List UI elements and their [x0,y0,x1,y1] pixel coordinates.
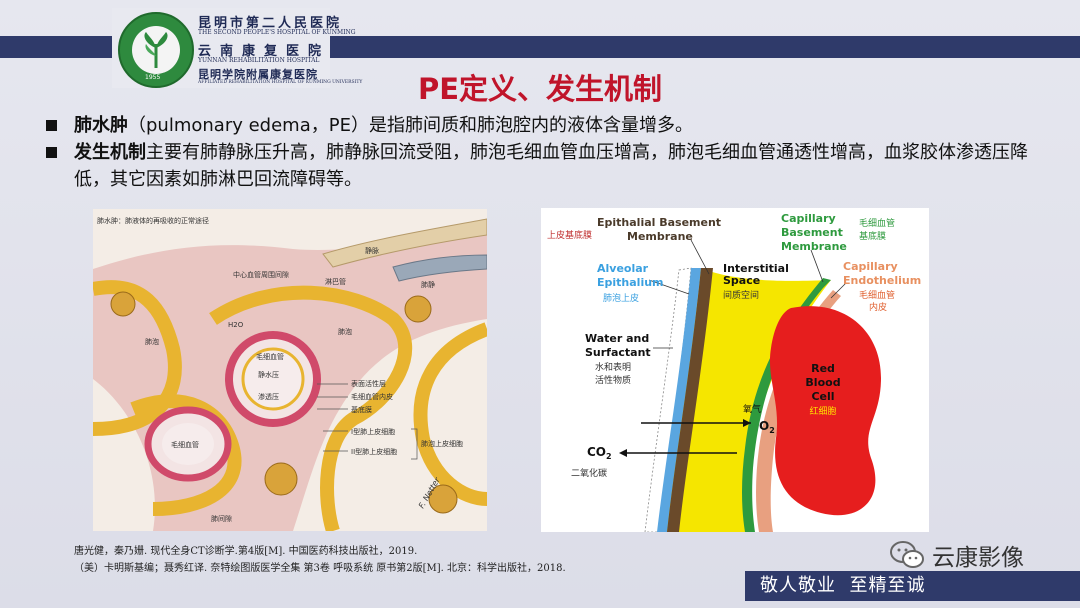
hospital-name-en-2: YUNNAN REHABILITATION HOSPITAL [198,57,320,64]
cap-basement-en-2: Basement [781,226,843,239]
label-capillary-2: 毛细血管 [171,440,199,449]
membrane-schematic: Epithalial Basement Membrane 上皮基底膜 Capil… [541,208,929,532]
hospital-name-en-1: THE SECOND PEOPLE'S HOSPITAL OF KUNMING [198,29,356,36]
bullet-list: 肺水肿（pulmonary edema，PE）是指肺间质和肺泡腔内的液体含量增多… [46,112,1056,193]
label-center: 中心血管周围间隙 [233,270,289,279]
rbc-en-1: Red [811,362,835,375]
footer-band [745,571,1080,601]
bullet-square-icon [46,120,57,131]
cap-basement-cn-1: 毛细血管 [859,217,895,229]
bullet-definition-text: （pulmonary edema，PE）是指肺间质和肺泡腔内的液体含量增多。 [128,115,693,136]
hospital-logo-block: 1955 昆明市第二人民医院 THE SECOND PEOPLE'S HOSPI… [112,8,362,88]
wechat-icon [890,541,924,569]
co2-cn: 二氧化碳 [571,467,607,479]
header-band-left [0,36,112,58]
emblem-tree-icon [144,32,168,68]
hospital-name-cn-2: 云南康复医院 [198,44,331,59]
o2-label: O2 [759,419,775,435]
water-en-1: Water and [585,332,649,345]
label-epithelial-cell: 肺泡上皮细胞 [421,439,463,448]
hospital-emblem-icon: 1955 [118,12,194,88]
wechat-brand: 云康影像 [890,538,1024,572]
fig-left-caption: 肺水肿：肺液体的再吸收的正常途径 [97,216,209,225]
header-band [330,36,1080,58]
label-capillary: 毛细血管 [256,352,284,361]
reference-2: （美）卡明斯基编；聂秀红译. 奈特绘图版医学全集 第3卷 呼吸系统 原书第2版[… [74,563,566,574]
cap-endo-cn-1: 毛细血管 [859,289,895,301]
alveolar-en-2: Epithalium [597,276,664,289]
water-cn-1: 水和表明 [595,361,631,373]
label-interstitial: 肺间隙 [211,514,232,523]
label-lymph: 淋巴管 [325,277,346,286]
cap-basement-en-1: Capillary [781,212,836,225]
cap-basement-en-3: Membrane [781,240,847,253]
interstitial-cn: 间质空间 [723,289,759,301]
label-vein: 静脉 [365,246,379,255]
cap-endo-cn-2: 内皮 [869,301,887,313]
interstitial-en-1: Interstitial [723,262,789,275]
hospital-name-en-3: AFFILIATED REHABILITATION HOSPITAL OF KU… [198,80,363,85]
label-pulmonary-vein: 肺静 [421,280,435,289]
label-alveolus-left: 肺泡 [145,337,159,346]
netter-illustration: 肺水肿：肺液体的再吸收的正常途径 静脉 淋巴管 中心血管周围间隙 肺静 H2O … [93,209,487,531]
bullet-definition-term: 肺水肿 [74,115,128,136]
brand-name: 云康影像 [932,545,1024,571]
logo-year: 1955 [145,74,161,81]
membrane-diagram: Epithalial Basement Membrane 上皮基底膜 Capil… [541,208,929,532]
bullet-mechanism: 发生机制主要有肺静脉压升高，肺静脉回流受阻，肺泡毛细血管血压增高，肺泡毛细血管通… [46,139,1056,193]
rbc-cn: 红细胞 [809,405,836,417]
label-hydrostatic: 静水压 [258,370,279,379]
o2-cn: 氧气 [743,403,761,415]
label-osmotic: 渗透压 [258,392,279,401]
alveolar-cn: 肺泡上皮 [603,292,639,304]
bullet-mechanism-term: 发生机制 [74,142,146,163]
epi-basement-en-2: Membrane [627,230,693,243]
cap-endo-en-2: Endothelium [843,274,921,287]
rbc-en-2: Blood [805,376,840,389]
water-cn-2: 活性物质 [595,374,631,386]
cap-endo-en-1: Capillary [843,260,898,273]
slide-title: PE定义、发生机制 [417,72,663,106]
hospital-name-cn-3: 昆明学院附属康复医院 [198,68,318,81]
label-endothelium: 毛细血管内皮 [351,392,393,401]
interstitial-en-2: Space [723,274,760,287]
cap-basement-cn-2: 基底膜 [859,230,886,242]
label-type2: II型肺上皮细胞 [351,447,397,456]
label-h2o: H2O [228,321,244,329]
co2-label: CO2 [587,445,612,461]
epi-basement-cn: 上皮基底膜 [547,229,592,241]
motto: 敬人敬业 至精至诚 [760,575,926,596]
bullet-square-icon [46,147,57,158]
hospital-name-cn-1: 昆明市第二人民医院 [198,16,343,31]
label-alveolus-right: 肺泡 [338,327,352,336]
bullet-mechanism-text: 主要有肺静脉压升高，肺静脉回流受阻，肺泡毛细血管血压增高，肺泡毛细血管通透性增高… [74,142,1028,190]
netter-alveoli-drawing: 肺水肿：肺液体的再吸收的正常途径 静脉 淋巴管 中心血管周围间隙 肺静 H2O … [93,209,487,531]
reference-1: 唐光健，秦乃姗. 现代全身CT诊断学.第4版[M]. 中国医药科技出版社，201… [74,546,418,557]
label-surfactant: 表面活性层 [351,379,386,388]
references: 唐光健，秦乃姗. 现代全身CT诊断学.第4版[M]. 中国医药科技出版社，201… [74,543,566,577]
water-en-2: Surfactant [585,346,651,359]
epi-basement-en-1: Epithalial Basement [597,216,721,229]
rbc-en-3: Cell [811,390,834,403]
bullet-definition: 肺水肿（pulmonary edema，PE）是指肺间质和肺泡腔内的液体含量增多… [46,112,1056,139]
label-basement: 基底膜 [351,405,372,414]
label-type1: I型肺上皮细胞 [351,427,395,436]
alveolar-en-1: Alveolar [597,262,649,275]
